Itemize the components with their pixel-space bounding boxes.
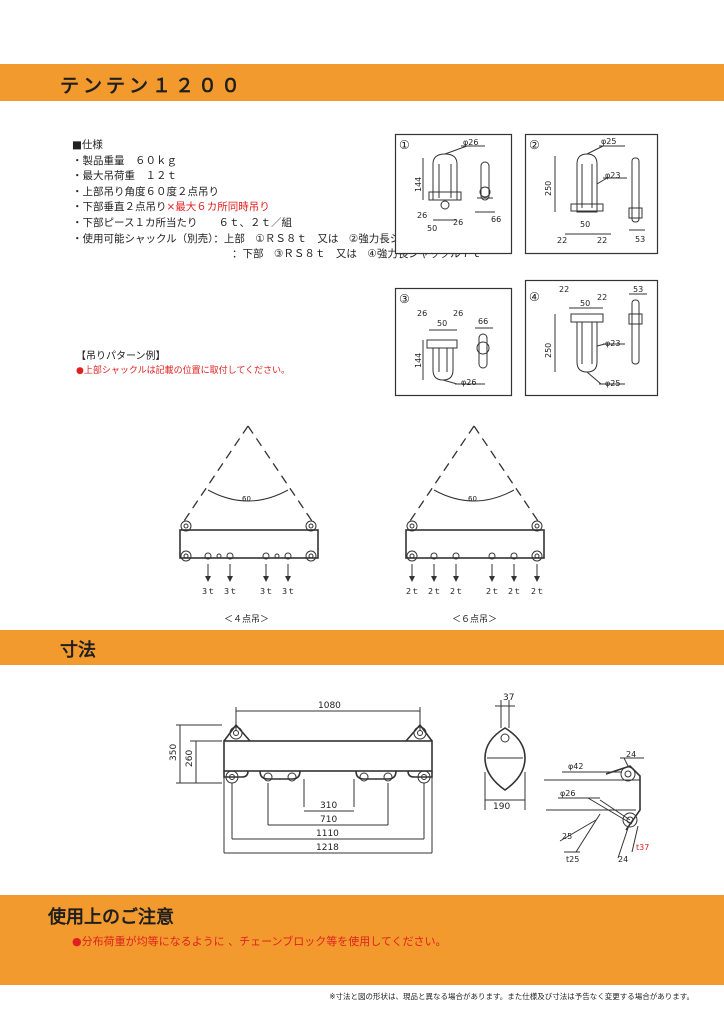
spec-shackle-upper: ・使用可能シャックル（別売）：上部 ①ＲＳ８ｔ 又は ②強力長シャックル７ｔ [72, 232, 463, 245]
dim-height-inner: 260 [185, 750, 195, 767]
shackle-3-dim-1: 26 [417, 309, 427, 318]
shackle-2-dim-4: 50 [580, 220, 590, 229]
dimensions-band: 寸法 [0, 630, 724, 665]
shackle-3-dim-6: φ26 [461, 378, 476, 387]
pattern-4-load-1: 3ｔ [202, 587, 215, 596]
pattern-6-load-5: 2ｔ [508, 587, 521, 596]
side-dimension-drawing: 37 190 [484, 693, 526, 812]
dim-side-top: 37 [503, 693, 514, 703]
title-band: テンテン１２００ [0, 64, 724, 101]
spec-piece: ・下部ピース１カ所当たり ６ｔ、２ｔ／組 [72, 216, 292, 229]
caution-notice: ●分布荷重が均等になるように 、チェーンブロック等を使用してください。 [72, 935, 447, 948]
shackle-diagram-2: ② φ25 250 φ23 50 22 22 53 [524, 133, 659, 255]
dim-w2: 710 [320, 815, 337, 825]
dim-detail-24a: 24 [626, 750, 636, 759]
pattern-6-load-3: 2ｔ [450, 587, 463, 596]
dim-detail-t37: t37 [636, 843, 649, 852]
shackle-4-number: ④ [529, 290, 540, 304]
spec-lower-vertical-text: ・下部垂直２点吊り [72, 201, 167, 214]
dim-detail-phi42: φ42 [568, 762, 583, 771]
shackle-3-dim-2: 50 [437, 319, 447, 328]
product-title: テンテン１２００ [60, 75, 245, 97]
dim-side-width: 190 [493, 802, 510, 812]
caution-title: 使用上のご注意 [48, 907, 174, 928]
pattern-6-point: 60 2ｔ 2ｔ 2ｔ 2ｔ 2ｔ 2ｔ ＜６点吊＞ [405, 425, 545, 625]
dim-w4: 1218 [316, 843, 339, 853]
shackle-3-dim-3: 26 [453, 309, 463, 318]
pattern-6-caption: ＜６点吊＞ [452, 614, 497, 625]
spec-lower-vertical-warning: ×最大６カ所同時吊り [166, 201, 270, 214]
pattern-4-load-2: 3ｔ [224, 587, 237, 596]
pattern-4-point: 60 3ｔ 3ｔ 3ｔ 3ｔ ＜４点吊＞ [179, 425, 319, 625]
shackle-4-dim-3: 22 [597, 293, 607, 302]
pattern-heading: 【吊りパターン例】 [76, 351, 166, 362]
dim-detail-t25: t25 [566, 855, 579, 864]
dim-w3: 1110 [316, 829, 339, 839]
shackle-4-dim-1: 22 [559, 285, 569, 294]
pattern-6-load-2: 2ｔ [428, 587, 441, 596]
pattern-note: ●上部シャックルは記載の位置に取付してください。 [76, 366, 291, 376]
pattern-4-arrows [205, 564, 291, 582]
shackle-3-dim-5: 144 [414, 353, 423, 368]
footnote: ※寸法と図の形状は、現品と異なる場合があります。また仕様及び寸法は予告なく変更す… [329, 992, 694, 1001]
shackle-4-dim-6: φ23 [605, 339, 620, 348]
pattern-4-caption: ＜４点吊＞ [224, 614, 269, 625]
spec-lower-vertical: ・下部垂直２点吊り×最大６カ所同時吊り [72, 200, 482, 216]
dimensions-title: 寸法 [60, 640, 96, 661]
shackle-3-number: ③ [399, 292, 410, 306]
shackle-1-dim-4: 50 [427, 224, 437, 233]
front-dimension-drawing: 1080 350 260 310 710 1110 1218 [169, 701, 433, 854]
dim-top-width: 1080 [318, 701, 341, 711]
pattern-4-angle: 60 [242, 495, 251, 503]
shackle-4-dim-2: 50 [580, 299, 590, 308]
shackle-3-dim-4: 66 [478, 317, 488, 326]
pattern-6-load-4: 2ｔ [486, 587, 499, 596]
spec-weight: ・製品重量 ６０ｋｇ [72, 154, 177, 167]
shackle-2-dim-6: 22 [597, 236, 607, 245]
pattern-6-load-1: 2ｔ [406, 587, 419, 596]
shackle-1-dim-5: 26 [453, 218, 463, 227]
caution-band: 使用上のご注意 ●分布荷重が均等になるように 、チェーンブロック等を使用してくだ… [0, 895, 724, 985]
dim-detail-phi26: φ26 [560, 789, 575, 798]
pattern-6-angle: 60 [468, 495, 477, 503]
spec-heading: ■仕様 [72, 139, 103, 151]
dim-detail-24b: 24 [618, 855, 628, 864]
shackle-1-dim-1: φ26 [463, 138, 478, 147]
pattern-4-load-3: 3ｔ [260, 587, 273, 596]
dim-height-outer: 350 [169, 744, 179, 761]
dim-w1: 310 [320, 801, 337, 811]
shackle-4-dim-5: 250 [544, 343, 553, 358]
shackle-1-number: ① [399, 138, 410, 152]
spec-upper-angle: ・上部吊り角度６０度２点吊り [72, 185, 219, 198]
shackle-1-dim-2: 144 [414, 177, 423, 192]
shackle-diagram-1: ① φ26 144 26 50 26 66 [394, 133, 513, 255]
shackle-2-dim-2: 250 [544, 181, 553, 196]
shackle-4-dim-4: 53 [633, 285, 643, 294]
shackle-diagram-3: ③ 26 50 26 144 φ26 66 [394, 287, 513, 397]
pattern-6-arrows [409, 564, 540, 582]
shackle-2-dim-5: 22 [557, 236, 567, 245]
shackle-1-dim-6: 66 [491, 215, 501, 224]
spec-max-load: ・最大吊荷重 １２ｔ [72, 170, 177, 183]
end-detail-drawing: 24 φ42 φ26 25 t25 24 t37 [544, 750, 649, 864]
shackle-2-dim-3: φ23 [605, 171, 620, 180]
pattern-4-load-4: 3ｔ [282, 587, 295, 596]
shackle-diagram-4: ④ 22 50 22 250 φ23 φ25 53 [524, 279, 659, 397]
shackle-4-dim-7: φ25 [605, 379, 620, 388]
shackle-2-dim-7: 53 [635, 235, 645, 244]
shackle-2-dim-1: φ25 [601, 137, 616, 146]
shackle-1-dim-3: 26 [417, 211, 427, 220]
spec-list: ■仕様 ・製品重量 ６０ｋｇ ・最大吊荷重 １２ｔ ・上部吊り角度６０度２点吊り… [72, 138, 482, 263]
shackle-2-number: ② [529, 138, 540, 152]
pattern-6-load-6: 2ｔ [531, 587, 544, 596]
